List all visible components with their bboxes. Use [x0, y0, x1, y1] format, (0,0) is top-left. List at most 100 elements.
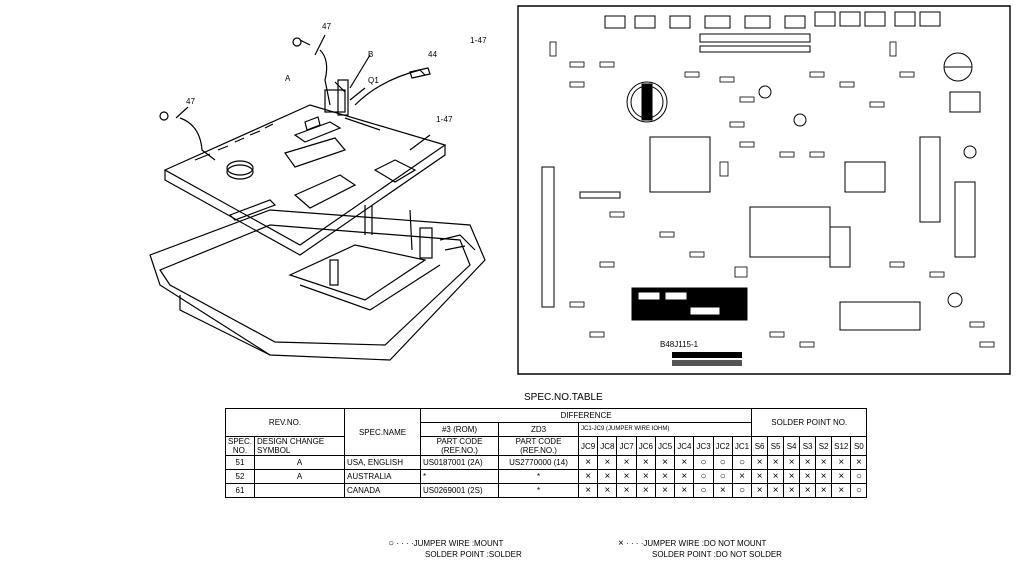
solder-mark-cell: ×	[783, 469, 801, 484]
rev-no-header: REV.NO.	[224, 408, 346, 437]
jumper-header: JC1-JC9 (JUMPER WIRE IOHM)	[578, 422, 753, 437]
jc-col-header: JC7	[616, 436, 637, 456]
jc-col-header: JC3	[693, 436, 714, 456]
solder-mark-cell: ×	[783, 483, 801, 498]
jumper-mark-cell: ×	[616, 483, 637, 498]
rom-part-code-cell: *	[420, 469, 500, 484]
rom-part-code-cell: US0269001 (2S)	[420, 483, 500, 498]
legend-no-mount-line1: · · · ·JUMPER WIRE :DO NOT MOUNT	[626, 539, 767, 548]
jc-col-header: JC2	[712, 436, 733, 456]
s-col-header: S0	[850, 436, 868, 456]
design-change-cell: A	[254, 469, 346, 484]
spec-name-cell: AUSTRALIA	[344, 469, 422, 484]
rom-part-code-header: PART CODE (REF.NO.)	[420, 436, 500, 456]
jumper-mark-cell: ×	[635, 469, 656, 484]
jumper-mark-cell: ×	[616, 469, 637, 484]
solder-mark-cell: ×	[751, 455, 769, 470]
jumper-mark-cell: ×	[654, 455, 676, 470]
spec-no-header: SPEC. NO.	[224, 436, 256, 456]
jumper-mark-cell: ×	[635, 455, 656, 470]
solder-mark-cell: ×	[799, 469, 817, 484]
callout-b: B	[368, 50, 374, 59]
jumper-mark-cell: ○	[693, 455, 714, 470]
circle-mark-icon: ○	[388, 538, 395, 549]
zd3-part-code-cell: *	[498, 469, 580, 484]
jumper-mark-cell: ×	[674, 469, 695, 484]
s-col-header: S5	[767, 436, 785, 456]
jc-col-header: JC6	[635, 436, 656, 456]
jumper-mark-cell: ○	[693, 483, 714, 498]
solder-mark-cell: ×	[751, 483, 769, 498]
solder-mark-cell: ×	[831, 469, 852, 484]
solder-point-header: SOLDER POINT NO.	[751, 408, 868, 437]
jumper-mark-cell: ○	[712, 455, 733, 470]
zd3-part-code-cell: *	[498, 483, 580, 498]
jumper-mark-cell: ×	[597, 469, 618, 484]
callout-1-47-board: 1-47	[470, 36, 487, 45]
solder-mark-cell: ×	[783, 455, 801, 470]
solder-mark-cell: ×	[815, 469, 833, 484]
jumper-mark-cell: ×	[731, 469, 753, 484]
legend-no-mount-line2: SOLDER POINT :DO NOT SOLDER	[652, 550, 782, 559]
spec-name-cell: USA, ENGLISH	[344, 455, 422, 470]
design-change-cell: A	[254, 455, 346, 470]
jumper-mark-cell: ○	[731, 483, 753, 498]
s-col-header: S3	[799, 436, 817, 456]
spec-number-table: REV.NO. SPEC.NAME DIFFERENCE SOLDER POIN…	[224, 408, 868, 498]
jumper-mark-cell: ×	[616, 455, 637, 470]
spec-no-cell: 61	[224, 483, 256, 498]
jumper-mark-cell: ×	[712, 483, 733, 498]
legend-no-mount: × · · · ·JUMPER WIRE :DO NOT MOUNT	[618, 539, 766, 549]
solder-mark-cell: ×	[767, 469, 785, 484]
jumper-mark-cell: ×	[654, 483, 676, 498]
callout-1-47-assembly: 1-47	[436, 115, 453, 124]
cross-mark-icon: ×	[618, 538, 624, 549]
jumper-mark-cell: ○	[712, 469, 733, 484]
legend-mount: ○ · · · ·JUMPER WIRE :MOUNT	[388, 539, 503, 549]
jumper-mark-cell: ×	[674, 483, 695, 498]
jc-col-header: JC4	[674, 436, 695, 456]
jc-col-header: JC1	[731, 436, 753, 456]
solder-mark-cell: ×	[799, 483, 817, 498]
rom-header: #3 (ROM)	[420, 422, 500, 437]
spec-name-cell: CANADA	[344, 483, 422, 498]
jumper-mark-cell: ○	[731, 455, 753, 470]
solder-mark-cell: ×	[815, 455, 833, 470]
jc-col-header: JC8	[597, 436, 618, 456]
zd3-part-code-header: PART CODE (REF.NO.)	[498, 436, 580, 456]
pcb-layout-drawing: B48J115-1	[517, 5, 1011, 375]
jumper-mark-cell: ×	[578, 455, 599, 470]
callout-47-left: 47	[186, 97, 196, 106]
jumper-mark-cell: ×	[597, 455, 618, 470]
jumper-mark-cell: ×	[674, 455, 695, 470]
s-col-header: S6	[751, 436, 769, 456]
solder-mark-cell: ○	[850, 469, 868, 484]
callout-47-top: 47	[322, 22, 332, 31]
s-col-header: S2	[815, 436, 833, 456]
callout-44: 44	[428, 50, 438, 59]
spec-table-title: SPEC.NO.TABLE	[524, 392, 603, 403]
solder-mark-cell: ×	[815, 483, 833, 498]
spec-no-cell: 51	[224, 455, 256, 470]
solder-mark-cell: ×	[799, 455, 817, 470]
difference-header: DIFFERENCE	[420, 408, 753, 423]
spec-name-header: SPEC.NAME	[344, 408, 422, 456]
legend-mount-line1: · · · ·JUMPER WIRE :MOUNT	[396, 539, 504, 548]
callout-a: A	[285, 74, 291, 83]
solder-mark-cell: ×	[767, 483, 785, 498]
zd3-header: ZD3	[498, 422, 580, 437]
s-col-header: S12	[831, 436, 852, 456]
design-change-header: DESIGN CHANGE SYMBOL	[254, 436, 346, 456]
jumper-mark-cell: ×	[597, 483, 618, 498]
callout-q1: Q1	[368, 76, 380, 85]
design-change-cell	[254, 483, 346, 498]
jumper-mark-cell: ×	[635, 483, 656, 498]
jc-col-header: JC5	[654, 436, 676, 456]
jumper-mark-cell: ○	[693, 469, 714, 484]
jc-col-header: JC9	[578, 436, 599, 456]
solder-mark-cell: ×	[850, 455, 868, 470]
board-model-label: B48J115-1	[660, 340, 699, 349]
